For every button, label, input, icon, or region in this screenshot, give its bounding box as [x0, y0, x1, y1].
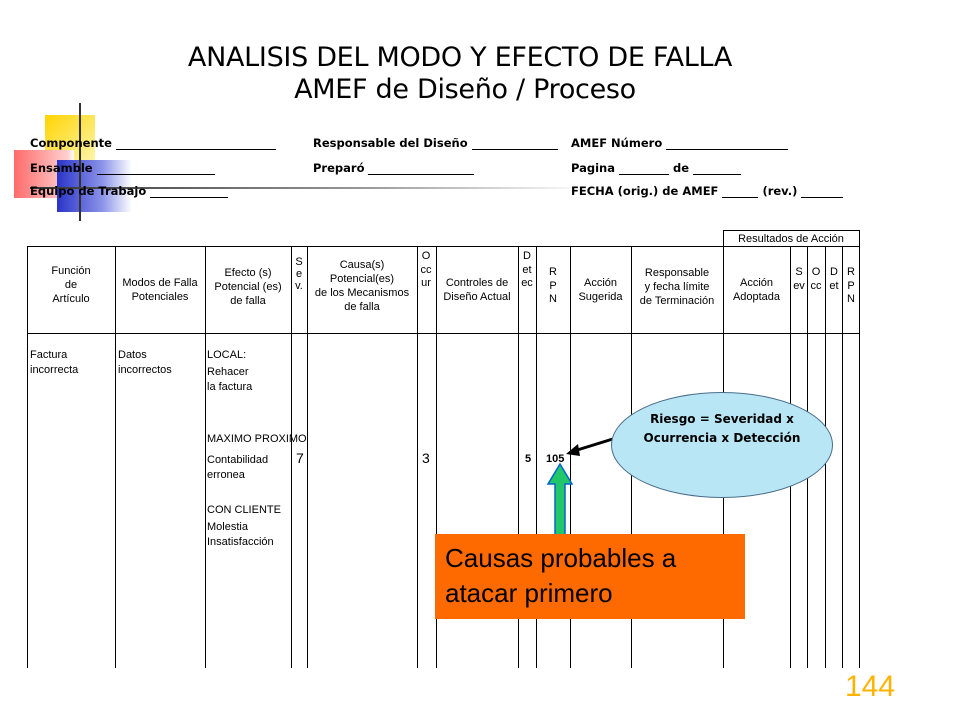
table-header-bottom-line — [27, 333, 860, 334]
table-results-left-line — [723, 230, 724, 246]
field-responsable-label: Responsable del Diseño — [313, 136, 468, 150]
table-col-line-0 — [27, 246, 28, 668]
page-title: ANALISIS DEL MODO Y EFECTO DE FALLA — [187, 42, 733, 73]
col-header-r-occ: Occ — [810, 266, 822, 292]
cell-funcion: Factura incorrecta — [30, 349, 79, 376]
col-header-accion: Acción Sugerida — [578, 277, 623, 303]
col-header-rpn: RPN — [549, 266, 557, 305]
table-top-line — [27, 246, 860, 247]
cell-modos: Datos incorrectos — [118, 349, 172, 376]
decor-horizontal-line — [30, 187, 590, 189]
field-ensamble: Ensamble — [30, 161, 215, 175]
col-header-detec: Detec — [521, 250, 533, 289]
cell-efecto-local: Rehacer la factura — [207, 366, 253, 393]
col-header-r-sev: Sev — [793, 266, 805, 292]
decor-blue-square — [57, 160, 132, 212]
field-fecha: FECHA (orig.) de AMEF (rev.) — [571, 184, 844, 198]
col-header-sev: Sev. — [295, 256, 303, 292]
cell-rpn-value: 105 — [546, 453, 565, 465]
col-header-funcion: Función de Artículo — [51, 265, 91, 305]
col-header-accion-adoptada: Acción Adoptada — [732, 277, 781, 303]
col-header-causa: Causa(s) Potencial(es) de los Mecanismos… — [314, 259, 410, 313]
col-header-r-det: Det — [829, 266, 839, 292]
field-preparo: Preparó — [313, 161, 475, 175]
table-col-line-3 — [291, 246, 292, 668]
field-equipo-line — [150, 186, 229, 198]
field-amef-numero-line — [666, 138, 789, 150]
col-header-responsable: Responsable y fecha límite de Terminació… — [639, 267, 715, 307]
table-col-line-2 — [205, 246, 206, 668]
field-responsable: Responsable del Diseño — [313, 136, 558, 150]
table-col-line-1 — [115, 246, 116, 668]
field-componente-line — [115, 138, 276, 150]
cell-efecto-local-title: LOCAL: — [207, 349, 247, 361]
callout-orange-text: Causas probables a atacar primero — [445, 543, 677, 608]
risk-formula-ellipse — [611, 392, 833, 498]
field-ensamble-line — [96, 163, 215, 175]
field-equipo-label: Equipo de Trabajo — [30, 184, 147, 198]
table-col-line-6 — [436, 246, 437, 668]
risk-formula-line1: Riesgo = Severidad x — [650, 412, 794, 426]
field-pagina-de-line — [693, 163, 742, 175]
field-ensamble-label: Ensamble — [30, 161, 93, 175]
table-col-line-8 — [536, 246, 537, 668]
field-fecha-label: FECHA (orig.) de AMEF — [571, 184, 719, 198]
col-header-efecto: Efecto (s) Potencial (es) de falla — [214, 267, 282, 307]
field-equipo: Equipo de Trabajo — [30, 184, 229, 198]
col-header-occur: Occur — [420, 250, 432, 289]
col-header-r-rpn: RPN — [847, 266, 855, 305]
cell-efecto-cliente: Molestia Insatisfacción — [207, 521, 274, 548]
table-results-right-line — [859, 230, 860, 246]
page-number: 144 — [845, 670, 896, 703]
field-componente: Componente — [30, 136, 276, 150]
field-componente-label: Componente — [30, 136, 112, 150]
field-responsable-line — [471, 138, 558, 150]
table-results-top-line — [723, 230, 859, 231]
page-subtitle: AMEF de Diseño / Proceso — [294, 74, 636, 105]
table-col-line-5 — [417, 246, 418, 668]
green-up-arrow — [546, 462, 574, 537]
field-fecha-rev-line — [801, 186, 844, 198]
table-col-line-9 — [570, 246, 571, 668]
cell-occur-value: 3 — [422, 450, 430, 466]
risk-formula-line2: Ocurrencia x Detección — [643, 431, 801, 445]
cell-sev-value: 7 — [296, 450, 304, 466]
field-preparo-line — [368, 163, 475, 175]
table-col-line-7 — [518, 246, 519, 668]
field-fecha-line — [722, 186, 759, 198]
cell-efecto-max-title: MAXIMO PROXIMO — [207, 433, 307, 445]
cell-detec-value: 5 — [525, 453, 532, 465]
risk-formula-text: Riesgo = Severidad x Ocurrencia x Detecc… — [611, 410, 833, 448]
table-col-line-16 — [859, 246, 860, 668]
table-col-line-4 — [307, 246, 308, 668]
col-header-controles: Controles de Diseño Actual — [443, 277, 511, 303]
decor-vertical-line — [79, 103, 81, 221]
callout-orange-box — [435, 534, 745, 619]
table-col-line-15 — [842, 246, 843, 668]
field-amef-numero: AMEF Número — [571, 136, 789, 150]
field-preparo-label: Preparó — [313, 161, 365, 175]
field-amef-numero-label: AMEF Número — [571, 136, 663, 150]
field-pagina-line — [619, 163, 670, 175]
cell-efecto-max: Contabilidad erronea — [207, 454, 269, 481]
field-pagina: Pagina de — [571, 161, 742, 175]
field-pagina-de: de — [673, 161, 690, 175]
cell-efecto-cliente-title: CON CLIENTE — [207, 504, 281, 516]
table-results-label: Resultados de Acción — [738, 233, 844, 245]
field-fecha-rev: (rev.) — [762, 184, 798, 198]
arrow-to-rpn — [566, 436, 617, 456]
field-pagina-label: Pagina — [571, 161, 616, 175]
col-header-modos: Modos de Falla Potenciales — [122, 277, 198, 303]
